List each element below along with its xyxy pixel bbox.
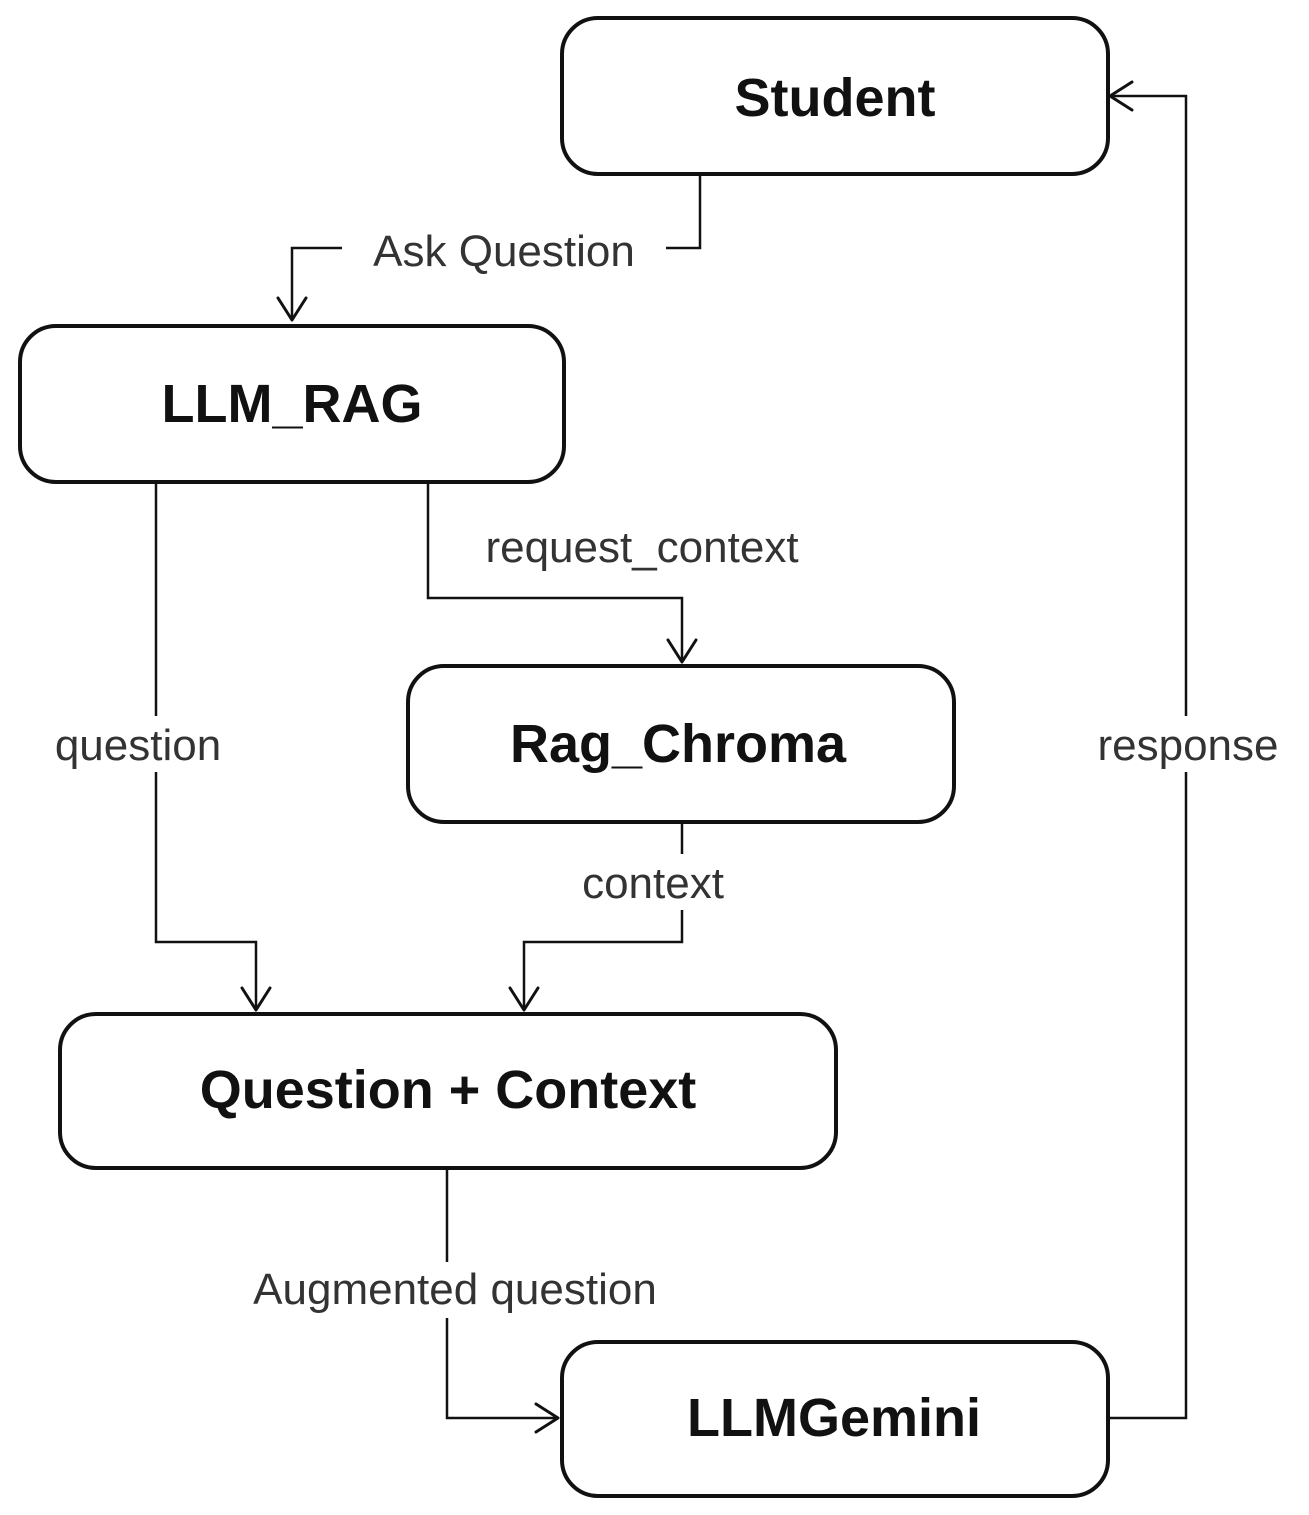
node-question-context: Question + Context (58, 1012, 838, 1170)
arrowhead-down-icon (666, 638, 698, 664)
node-label-question-context: Question + Context (200, 1060, 697, 1120)
node-llm-rag: LLM_RAG (18, 324, 566, 484)
edge-label-ask-question: Ask Question (373, 227, 635, 276)
edge-label-augmented-question: Augmented question (253, 1265, 657, 1314)
arrowhead-right-icon (534, 1402, 560, 1434)
node-rag-chroma: Rag_Chroma (406, 664, 956, 824)
edge-question (154, 484, 272, 1012)
arrowhead-down-icon (240, 986, 272, 1012)
edge-context (508, 822, 684, 1012)
edge-request-context (426, 484, 698, 664)
node-label-student: Student (735, 68, 936, 128)
node-label-llm-gemini: LLMGemini (687, 1388, 981, 1448)
edge-label-response: response (1097, 721, 1278, 770)
edge-label-question: question (55, 721, 221, 770)
node-label-llm-rag: LLM_RAG (162, 374, 423, 434)
node-llm-gemini: LLMGemini (560, 1340, 1110, 1498)
edge-label-context: context (582, 859, 724, 908)
node-label-rag-chroma: Rag_Chroma (510, 714, 847, 774)
edge-augmented-question (445, 1166, 560, 1434)
node-student: Student (560, 16, 1110, 176)
edge-label-request-context: request_context (485, 523, 798, 572)
arrowhead-down-icon (508, 986, 540, 1012)
arrowhead-down-icon (276, 296, 308, 322)
